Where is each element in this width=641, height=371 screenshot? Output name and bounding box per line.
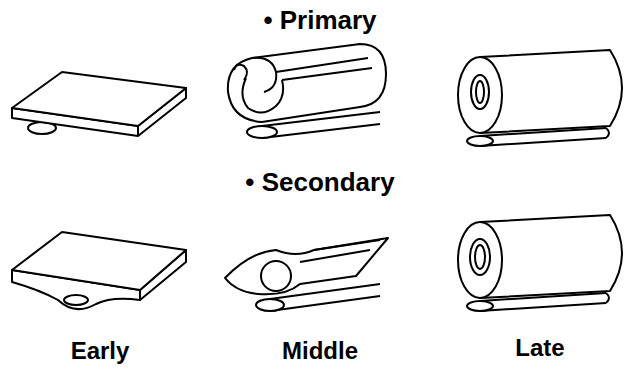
neural-tube [458,215,622,311]
section-heading: • Secondary [245,168,394,197]
neural-groove [228,44,386,138]
stage-label: Middle [282,338,358,364]
medullary-cord [225,238,388,311]
section-heading: • Primary [263,6,376,35]
medullary-plate [12,232,186,309]
neural-tube [458,50,622,146]
neural-plate [12,72,186,136]
stage-label: Late [515,335,564,361]
stage-label: Early [71,338,130,364]
